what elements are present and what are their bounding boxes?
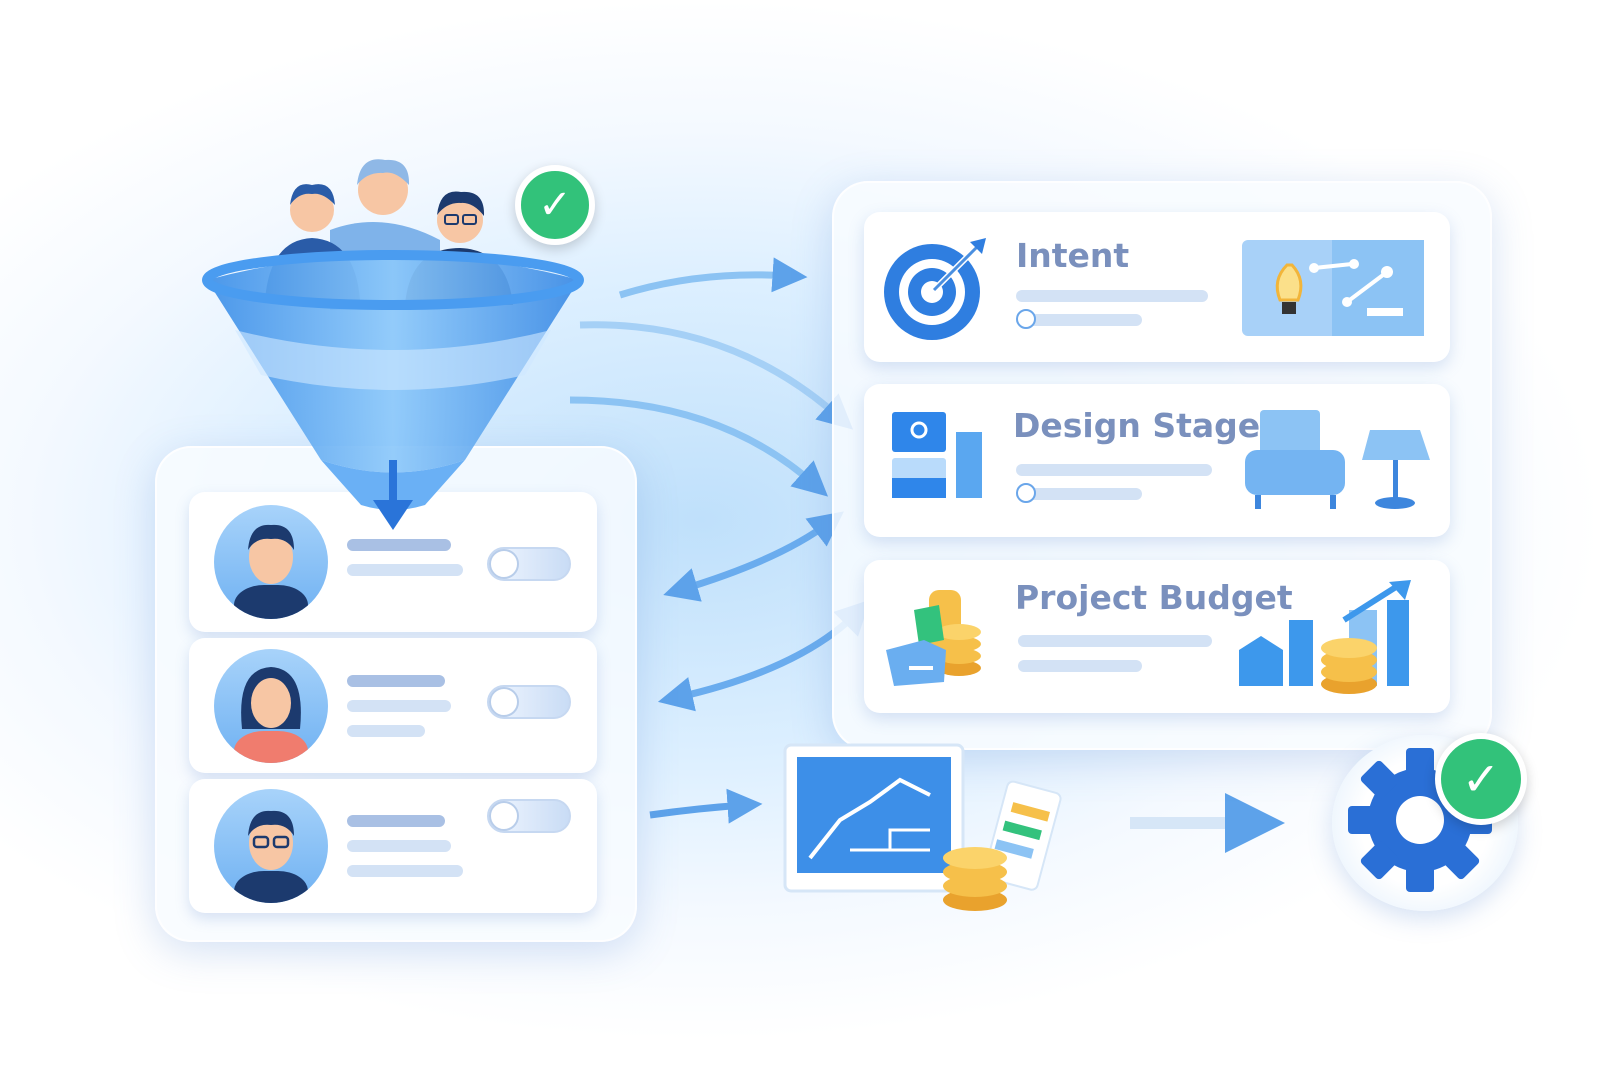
check-badge-icon: ✓ xyxy=(1435,733,1527,825)
person-icon xyxy=(234,667,308,763)
design-blocks-icon xyxy=(892,412,982,498)
avatar-man xyxy=(214,505,328,619)
text-placeholder xyxy=(1016,464,1212,476)
avatar-woman xyxy=(214,649,328,763)
text-placeholder xyxy=(347,865,463,877)
card-title: Design Stage xyxy=(1013,406,1261,445)
slider-knob[interactable] xyxy=(1016,309,1036,329)
text-placeholder xyxy=(347,564,463,576)
user-row-2[interactable] xyxy=(189,638,597,773)
card-title: Project Budget xyxy=(1015,578,1293,617)
toggle-switch[interactable] xyxy=(487,685,571,719)
toggle-knob xyxy=(489,801,519,831)
arrow-to-intent xyxy=(618,257,808,299)
furniture-armchair-lamp-icon xyxy=(1245,410,1430,509)
text-placeholder xyxy=(347,725,425,737)
text-placeholder xyxy=(347,700,451,712)
toggle-switch[interactable] xyxy=(487,799,571,833)
toggle-switch[interactable] xyxy=(487,547,571,581)
text-placeholder xyxy=(347,675,445,687)
analytics-monitor-icon xyxy=(783,743,1062,911)
money-coins-icon xyxy=(886,590,981,686)
arrow-to-monitor xyxy=(649,788,763,824)
idea-lightbulb-icon xyxy=(1242,240,1424,336)
toggle-knob xyxy=(489,549,519,579)
text-placeholder xyxy=(347,815,445,827)
text-placeholder xyxy=(1018,660,1142,672)
user-row-3[interactable] xyxy=(189,779,597,913)
toggle-knob xyxy=(489,687,519,717)
slider-knob[interactable] xyxy=(1016,483,1036,503)
card-title: Intent xyxy=(1016,236,1130,275)
text-placeholder xyxy=(347,539,451,551)
arrow-to-design-stage-2 xyxy=(569,396,829,497)
card-intent[interactable]: Intent xyxy=(864,212,1450,362)
funnel-illustration xyxy=(202,159,584,530)
down-arrow-icon xyxy=(373,500,413,530)
text-placeholder xyxy=(1016,488,1142,500)
text-placeholder xyxy=(1018,635,1212,647)
growth-chart-icon xyxy=(1239,580,1411,694)
text-placeholder xyxy=(1016,314,1142,326)
text-placeholder xyxy=(1016,290,1208,302)
arrow-bidirectional-1 xyxy=(663,511,844,602)
card-project-budget[interactable]: Project Budget xyxy=(864,560,1450,713)
target-icon xyxy=(884,238,986,340)
check-badge-icon: ✓ xyxy=(515,165,595,245)
person-icon xyxy=(234,810,308,903)
avatar-man-glasses xyxy=(214,789,328,903)
card-design-stage[interactable]: Design Stage xyxy=(864,384,1450,537)
arrow-to-design-stage-1 xyxy=(579,321,854,430)
text-placeholder xyxy=(347,840,451,852)
arrow-bidirectional-2 xyxy=(657,599,871,712)
person-icon xyxy=(234,524,308,619)
